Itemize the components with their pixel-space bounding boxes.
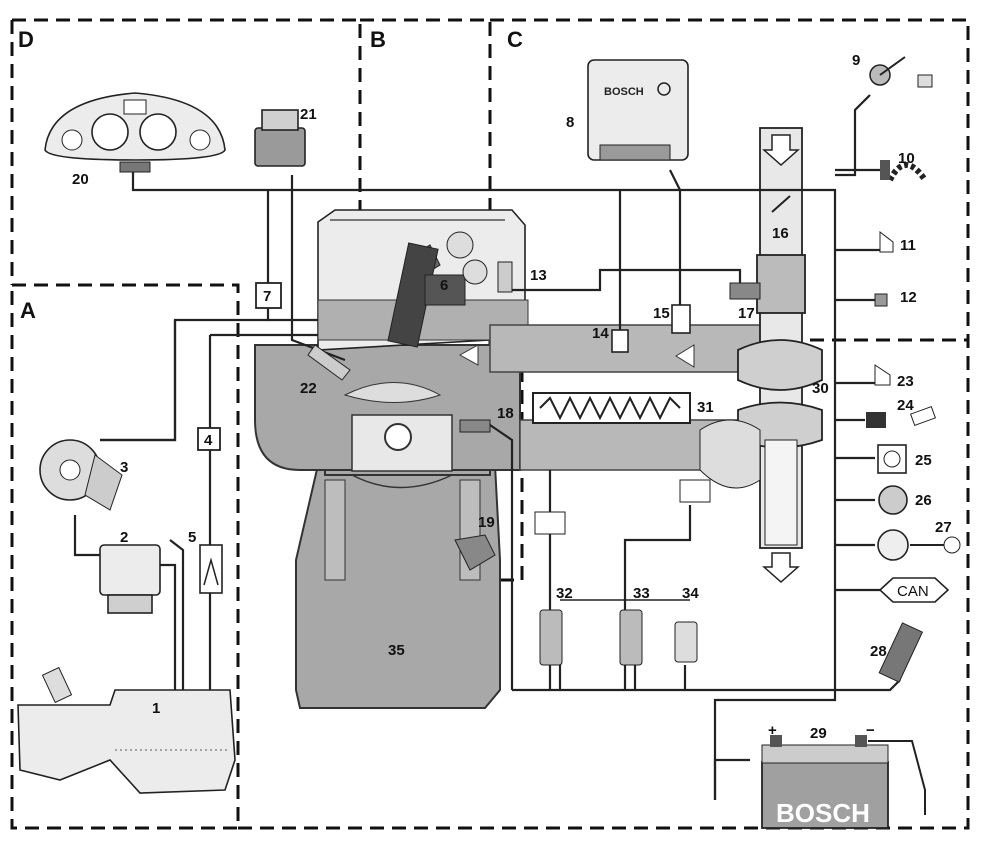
label-16: 16 bbox=[772, 225, 789, 242]
region-label-d: D bbox=[18, 27, 34, 52]
battery-plus: + bbox=[768, 722, 777, 739]
gear-wheel-sensor-icon bbox=[880, 160, 928, 182]
label-18: 18 bbox=[497, 405, 514, 422]
label-10: 10 bbox=[898, 150, 915, 167]
region-label-a: A bbox=[20, 298, 36, 323]
region-label-c: C bbox=[507, 27, 523, 52]
label-26: 26 bbox=[915, 492, 932, 509]
label-19: 19 bbox=[478, 514, 495, 531]
label-28: 28 bbox=[870, 643, 887, 660]
sensor-icon-15 bbox=[671, 304, 691, 334]
sensor-icon-18 bbox=[459, 419, 491, 433]
label-32: 32 bbox=[556, 585, 573, 602]
label-13: 13 bbox=[530, 267, 547, 284]
label-4: 4 bbox=[204, 432, 213, 449]
switch-icon-11 bbox=[879, 230, 894, 253]
label-25: 25 bbox=[915, 452, 932, 469]
label-24: 24 bbox=[897, 397, 914, 414]
label-6: 6 bbox=[440, 277, 448, 294]
label-31: 31 bbox=[697, 399, 714, 416]
switch-icon-24 bbox=[866, 405, 937, 428]
throttle-pedal-icon bbox=[869, 56, 933, 88]
sensor-icon-19 bbox=[454, 534, 496, 571]
label-7: 7 bbox=[263, 288, 271, 305]
label-20: 20 bbox=[72, 171, 89, 188]
sensor-icon-26 bbox=[878, 485, 908, 515]
component-4-box bbox=[197, 427, 221, 451]
engine-block bbox=[254, 344, 521, 709]
region-label-b: B bbox=[370, 27, 386, 52]
air-mass-meter-icon bbox=[729, 282, 761, 300]
label-21: 21 bbox=[300, 106, 317, 123]
sensor-icon-13 bbox=[497, 261, 513, 293]
ecu-icon: BOSCH bbox=[587, 59, 689, 161]
sensor-icon-34 bbox=[674, 621, 698, 663]
label-33: 33 bbox=[633, 585, 650, 602]
number-labels: 1 2 3 4 5 6 7 8 9 10 11 12 13 14 15 16 1… bbox=[72, 52, 952, 742]
heater-element-5 bbox=[199, 544, 223, 594]
valve-icon bbox=[534, 479, 711, 535]
switch-icon-23 bbox=[874, 364, 891, 386]
battery-brand: BOSCH bbox=[776, 798, 870, 828]
turbocharger bbox=[699, 127, 823, 584]
ecu-brand: BOSCH bbox=[604, 86, 644, 98]
instrument-cluster-icon bbox=[44, 92, 226, 173]
can-label: CAN bbox=[897, 583, 929, 600]
label-11: 11 bbox=[900, 237, 916, 254]
sensor-icon-32 bbox=[539, 609, 563, 666]
label-2: 2 bbox=[120, 529, 128, 546]
connector-icon-12 bbox=[874, 293, 888, 307]
relay-icon bbox=[254, 109, 306, 167]
injector-icon bbox=[387, 231, 488, 348]
component-7-box bbox=[255, 282, 282, 309]
label-29: 29 bbox=[810, 725, 827, 742]
sensor-icon-25 bbox=[877, 444, 907, 474]
label-1: 1 bbox=[152, 700, 160, 717]
label-8: 8 bbox=[566, 114, 574, 131]
label-12: 12 bbox=[900, 289, 917, 306]
label-22: 22 bbox=[300, 380, 317, 397]
battery-minus: − bbox=[866, 722, 875, 739]
key-icon-27 bbox=[877, 529, 961, 561]
label-27: 27 bbox=[935, 519, 952, 536]
fuel-tank-icon bbox=[17, 666, 236, 794]
fuel-pump-icon bbox=[39, 439, 123, 511]
sensor-icon-22 bbox=[307, 344, 351, 381]
label-3: 3 bbox=[120, 459, 128, 476]
label-14: 14 bbox=[592, 325, 609, 342]
label-23: 23 bbox=[897, 373, 914, 390]
diagnostic-plug-icon bbox=[878, 622, 924, 683]
sensor-icon-14 bbox=[611, 329, 629, 353]
label-5: 5 bbox=[188, 529, 196, 546]
can-bus-tag: CAN bbox=[878, 577, 950, 603]
fuel-filter-icon bbox=[99, 544, 161, 614]
label-17: 17 bbox=[738, 305, 755, 322]
label-34: 34 bbox=[682, 585, 699, 602]
label-9: 9 bbox=[852, 52, 860, 69]
battery-icon: BOSCH + − bbox=[761, 722, 926, 829]
sensor-icon-33 bbox=[619, 609, 643, 666]
label-30: 30 bbox=[812, 380, 829, 397]
label-15: 15 bbox=[653, 305, 670, 322]
label-35: 35 bbox=[388, 642, 405, 659]
intercooler bbox=[532, 392, 691, 424]
